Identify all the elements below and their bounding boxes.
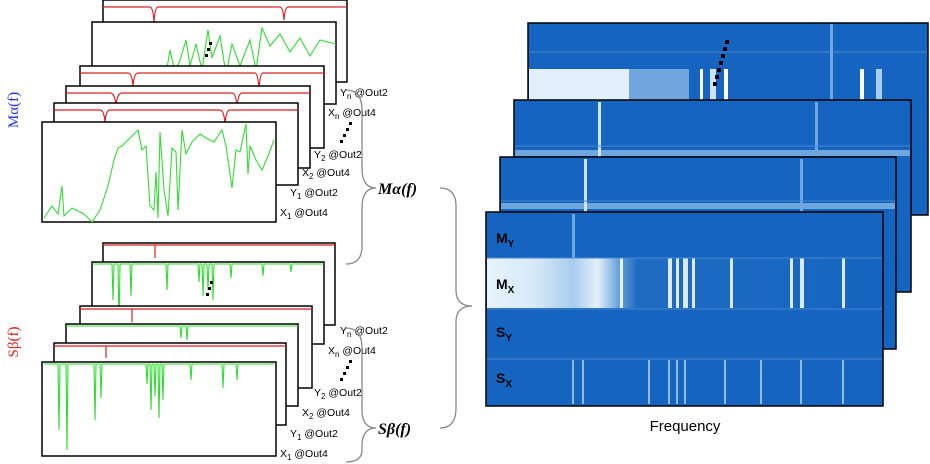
m-spectra-stack: X1 @Out4 Y1 @Out2 X2 @Out4 Y2 @Out2 Xn @… [41,0,388,223]
row-label-my: MY [496,230,515,250]
m-brace [345,89,377,265]
s-channel-label-y1: Y1 @Out2 [290,428,338,442]
s-channel-label-x1: X1 @Out4 [280,448,328,462]
row-label-mx: MX [496,276,515,296]
s-channel-label-x2: X2 @Out4 [302,407,350,421]
s-ellipsis-labels [340,360,352,381]
s-channel-labels: X1 @Out4 Y1 @Out2 X2 @Out4 Y2 @Out2 Xn @… [280,325,388,462]
s-channel-label-yn: Yn @Out2 [340,325,388,339]
m-channel-label-x1: X1 @Out4 [280,207,328,221]
combine-brace [439,187,473,429]
frequency-axis-label: Frequency [650,418,721,435]
s-spectra-stack: X1 @Out4 Y1 @Out2 X2 @Out4 Y2 @Out2 Xn @… [41,242,388,462]
heatmap-front: MY MX SY SX [485,211,884,407]
heatmap-stack: MY MX SY SX [485,22,929,407]
m-channel-label-xn: Xn @Out4 [328,107,376,121]
m-channel-label-y2: Y2 @Out2 [314,149,362,163]
heatmap-ellipsis [713,40,729,86]
s-channel-label-y2: Y2 @Out2 [314,387,362,401]
m-channel-label-y1: Y1 @Out2 [290,187,338,201]
sx-stripes [572,360,844,404]
m-channel-labels: X1 @Out4 Y1 @Out2 X2 @Out4 Y2 @Out2 Xn @… [280,87,388,221]
m-ellipsis-labels [340,122,352,143]
m-channel-label-yn: Yn @Out2 [340,87,388,101]
m-alpha-brace-label: Mα(f) [377,181,417,198]
m-panel-front [41,121,277,223]
row-label-sx: SX [496,370,512,390]
s-beta-brace-label: Sβ(f) [378,421,411,438]
s-beta-side-label: Sβ(f) [6,327,22,358]
mx-stripes [620,258,845,308]
s-brace [345,327,377,463]
row-label-sy: SY [496,324,512,344]
s-ellipsis-panels [206,281,213,296]
s-channel-label-xn: Xn @Out4 [328,345,376,359]
m-alpha-side-label: Mα(f) [6,92,22,128]
s-panel-front [41,361,277,457]
m-channel-label-x2: X2 @Out4 [302,167,350,181]
m-ellipsis-panels [205,42,212,57]
